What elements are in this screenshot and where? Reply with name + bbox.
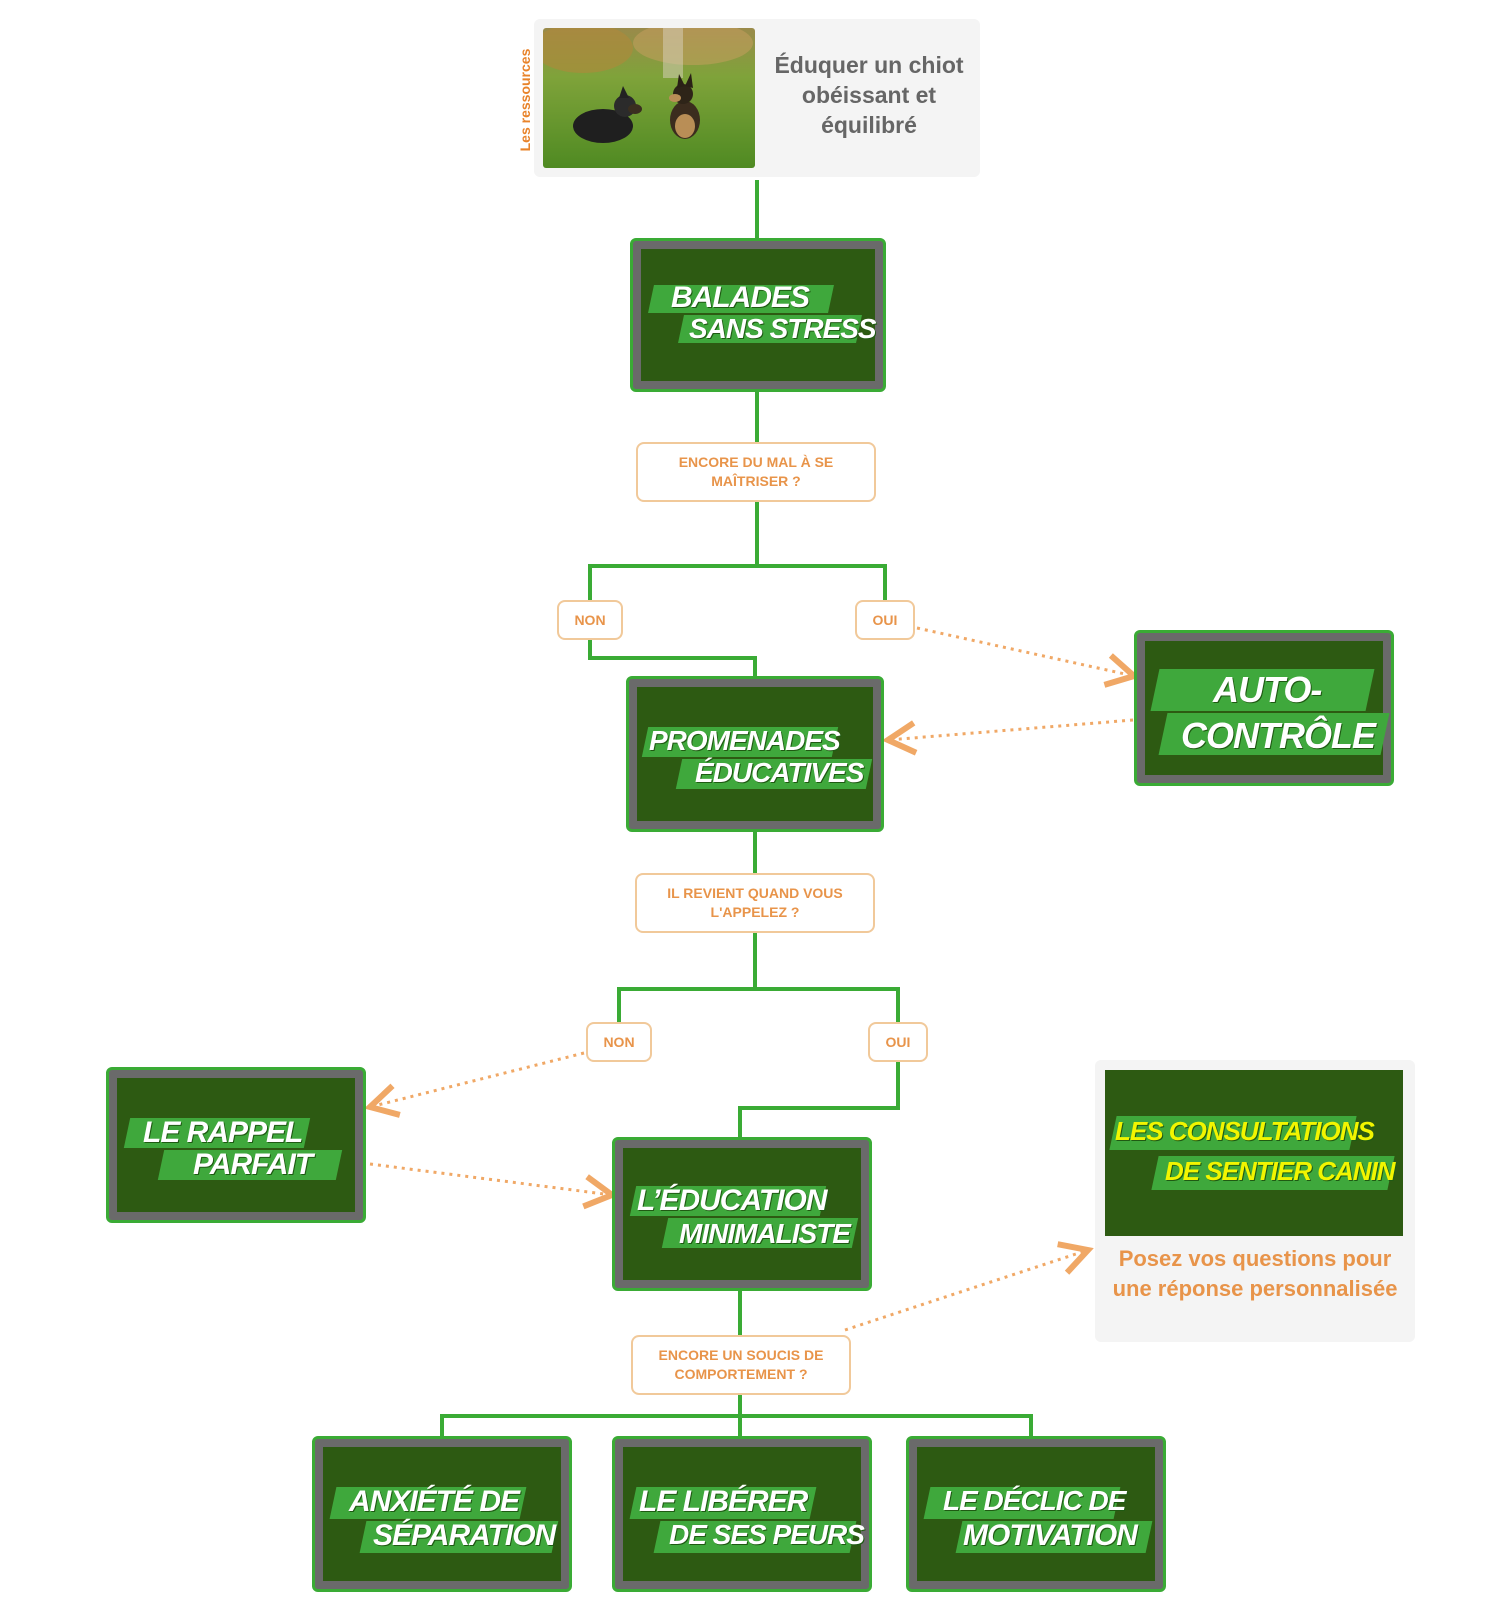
line-bottom-split <box>440 1414 1033 1436</box>
arrow-oui-to-autocontrole <box>916 626 1134 676</box>
arrow-education-to-consultations <box>844 1250 1088 1332</box>
board-liberer-peurs[interactable]: LE LIBÉRER DE SES PEURS <box>612 1436 872 1592</box>
board-title-line1: ANXIÉTÉ DE <box>349 1485 520 1518</box>
answer-non-2: NON <box>586 1022 652 1062</box>
arrow-non-to-rappel <box>370 1051 585 1107</box>
board-title-line2: DE SES PEURS <box>669 1519 865 1550</box>
board-anxiete-separation[interactable]: ANXIÉTÉ DE SÉPARATION <box>312 1436 572 1592</box>
board-title-line2: MINIMALISTE <box>679 1218 851 1249</box>
board-balades-sans-stress[interactable]: BALADES SANS STRESS <box>630 238 886 392</box>
answer-oui-1: OUI <box>855 600 915 640</box>
question-behavior: ENCORE UN SOUCIS DE COMPORTEMENT ? <box>631 1335 851 1395</box>
board-title-line2: MOTIVATION <box>963 1519 1138 1552</box>
puppies-photo <box>543 28 755 168</box>
board-promenades-educatives[interactable]: PROMENADES ÉDUCATIVES <box>626 676 884 832</box>
board-title-line1: LE DÉCLIC DE <box>943 1485 1126 1516</box>
board-title-line1: BALADES <box>671 281 810 314</box>
consultations-title-line1: LES CONSULTATIONS <box>1115 1116 1375 1146</box>
board-title-line1: L’ÉDUCATION <box>637 1184 828 1217</box>
board-education-minimaliste[interactable]: L’ÉDUCATION MINIMALISTE <box>612 1137 872 1291</box>
board-title-line2: SANS STRESS <box>689 313 877 344</box>
question-self-control: ENCORE DU MAL À SE MAÎTRISER ? <box>636 442 876 502</box>
answer-oui-2: OUI <box>868 1022 928 1062</box>
line-split-1 <box>588 564 887 603</box>
resources-label: Les ressources <box>517 48 533 152</box>
arrow-rappel-to-education <box>369 1162 612 1195</box>
board-title-line2: SÉPARATION <box>373 1519 556 1552</box>
board-title-line1: LE LIBÉRER <box>639 1485 808 1518</box>
line-split-2 <box>617 987 900 1022</box>
line-oui-to-education <box>738 1062 900 1137</box>
board-title-line1: LE RAPPEL <box>143 1116 303 1149</box>
consultations-text: Posez vos questions pour une réponse per… <box>1112 1246 1398 1301</box>
board-auto-controle[interactable]: AUTO- CONTRÔLE <box>1134 630 1394 786</box>
question-recall: IL REVIENT QUAND VOUS L'APPELEZ ? <box>635 873 875 933</box>
board-declic-motivation[interactable]: LE DÉCLIC DE MOTIVATION <box>906 1436 1166 1592</box>
board-le-rappel-parfait[interactable]: LE RAPPEL PARFAIT <box>106 1067 366 1223</box>
line-non-to-promenades <box>588 640 757 676</box>
board-title-line1: PROMENADES <box>649 725 841 756</box>
header-title: Éduquer un chiot obéissant et équilibré <box>774 52 964 138</box>
consultations-board[interactable]: LES CONSULTATIONS DE SENTIER CANIN <box>1105 1070 1403 1236</box>
board-title-line1: AUTO- <box>1213 669 1322 710</box>
arrow-autocontrole-to-promenades <box>888 718 1134 740</box>
board-title-line2: ÉDUCATIVES <box>695 757 864 788</box>
board-title-line2: PARFAIT <box>193 1148 313 1181</box>
board-title-line2: CONTRÔLE <box>1181 715 1376 756</box>
answer-non-1: NON <box>557 600 623 640</box>
consultations-title-line2: DE SENTIER CANIN <box>1165 1156 1396 1186</box>
